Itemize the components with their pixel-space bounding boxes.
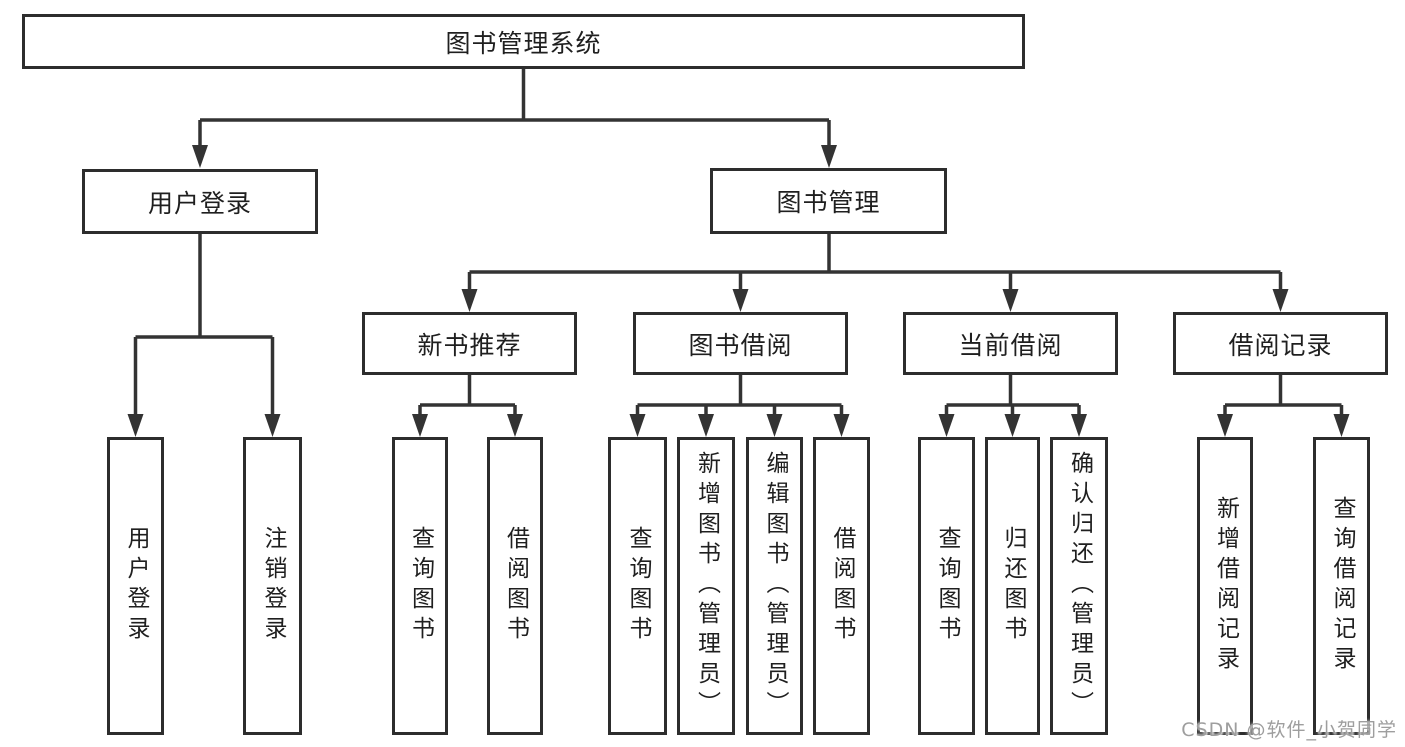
arrowheads — [127, 145, 1350, 437]
csdn-watermark: CSDN @软件_小贺同学 — [1181, 719, 1397, 741]
node-current-borrowing: 当前借阅 — [903, 312, 1118, 375]
node-leaf-query-books-borrowing: 查询图书 — [608, 437, 667, 735]
node-leaf-query-borrow-record: 查询借阅记录 — [1313, 437, 1370, 735]
node-book-management: 图书管理 — [710, 168, 947, 234]
node-library-management-system: 图书管理系统 — [22, 14, 1025, 69]
node-leaf-add-borrow-record: 新增借阅记录 — [1197, 437, 1253, 735]
node-leaf-query-books-recommend: 查询图书 — [392, 437, 448, 735]
node-borrowing-records: 借阅记录 — [1173, 312, 1388, 375]
node-leaf-return-books: 归还图书 — [985, 437, 1040, 735]
node-leaf-add-books-admin: 新增图书（管理员） — [677, 437, 735, 735]
node-new-book-recommend: 新书推荐 — [362, 312, 577, 375]
node-book-borrowing: 图书借阅 — [633, 312, 848, 375]
node-leaf-confirm-return-admin: 确认归还（管理员） — [1050, 437, 1108, 735]
node-leaf-borrow-books-recommend: 借阅图书 — [487, 437, 543, 735]
node-leaf-borrow-books-borrowing: 借阅图书 — [813, 437, 870, 735]
node-leaf-query-books-current: 查询图书 — [918, 437, 975, 735]
node-leaf-logout: 注销登录 — [243, 437, 302, 735]
node-user-login: 用户登录 — [82, 169, 318, 234]
node-leaf-edit-books-admin: 编辑图书（管理员） — [746, 437, 803, 735]
node-leaf-user-login: 用户登录 — [107, 437, 164, 735]
